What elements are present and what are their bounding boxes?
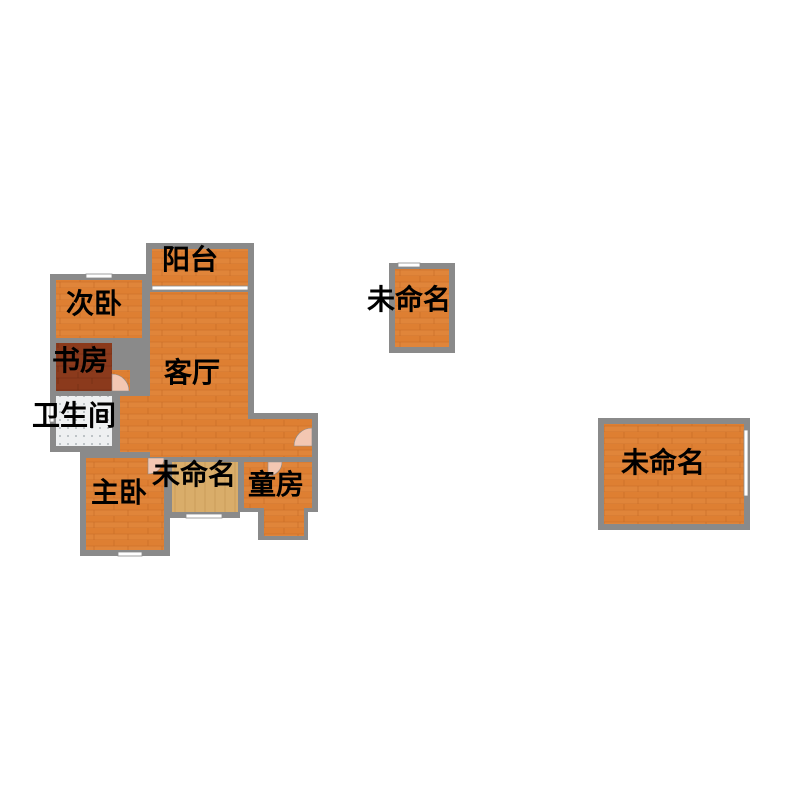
unnamed-hall-label: 未命名 [152,458,236,491]
small-room-window [397,262,421,268]
hall-floor [150,419,312,457]
study-floor [56,343,112,391]
kids-room-annex-floor [264,506,304,536]
unnamed-hall-floor [172,462,238,512]
kids-room-label: 童房 [248,468,304,501]
study-door-arc [111,373,130,392]
small-unnamed-room [389,262,455,353]
bathroom-window [49,403,55,423]
bathroom-label: 卫生间 [32,399,116,432]
kids-door-arc [267,461,283,477]
study-label: 书房 [52,344,108,377]
second-bedroom-window [85,273,113,279]
balcony-window [151,285,249,291]
right-room-floor [604,424,744,524]
balcony-label: 阳台 [162,243,218,276]
living-room-label: 客厅 [164,356,220,389]
master-door-arc [147,457,165,475]
right-unnamed-label: 未命名 [621,446,705,479]
entry-door-arc [293,427,313,447]
second-bedroom-floor [56,280,142,338]
main-apartment [49,243,318,557]
bathroom-floor [56,396,112,446]
right-room-window [743,429,749,497]
small-unnamed-label: 未命名 [367,283,451,316]
small-room-floor [395,269,449,347]
unnamed-hall-window [185,513,223,519]
master-bedroom-window [117,551,143,557]
second-bedroom-label: 次卧 [66,287,122,320]
master-bedroom-label: 主卧 [91,476,147,509]
right-unnamed-room [598,418,750,530]
balcony-floor [152,249,248,286]
